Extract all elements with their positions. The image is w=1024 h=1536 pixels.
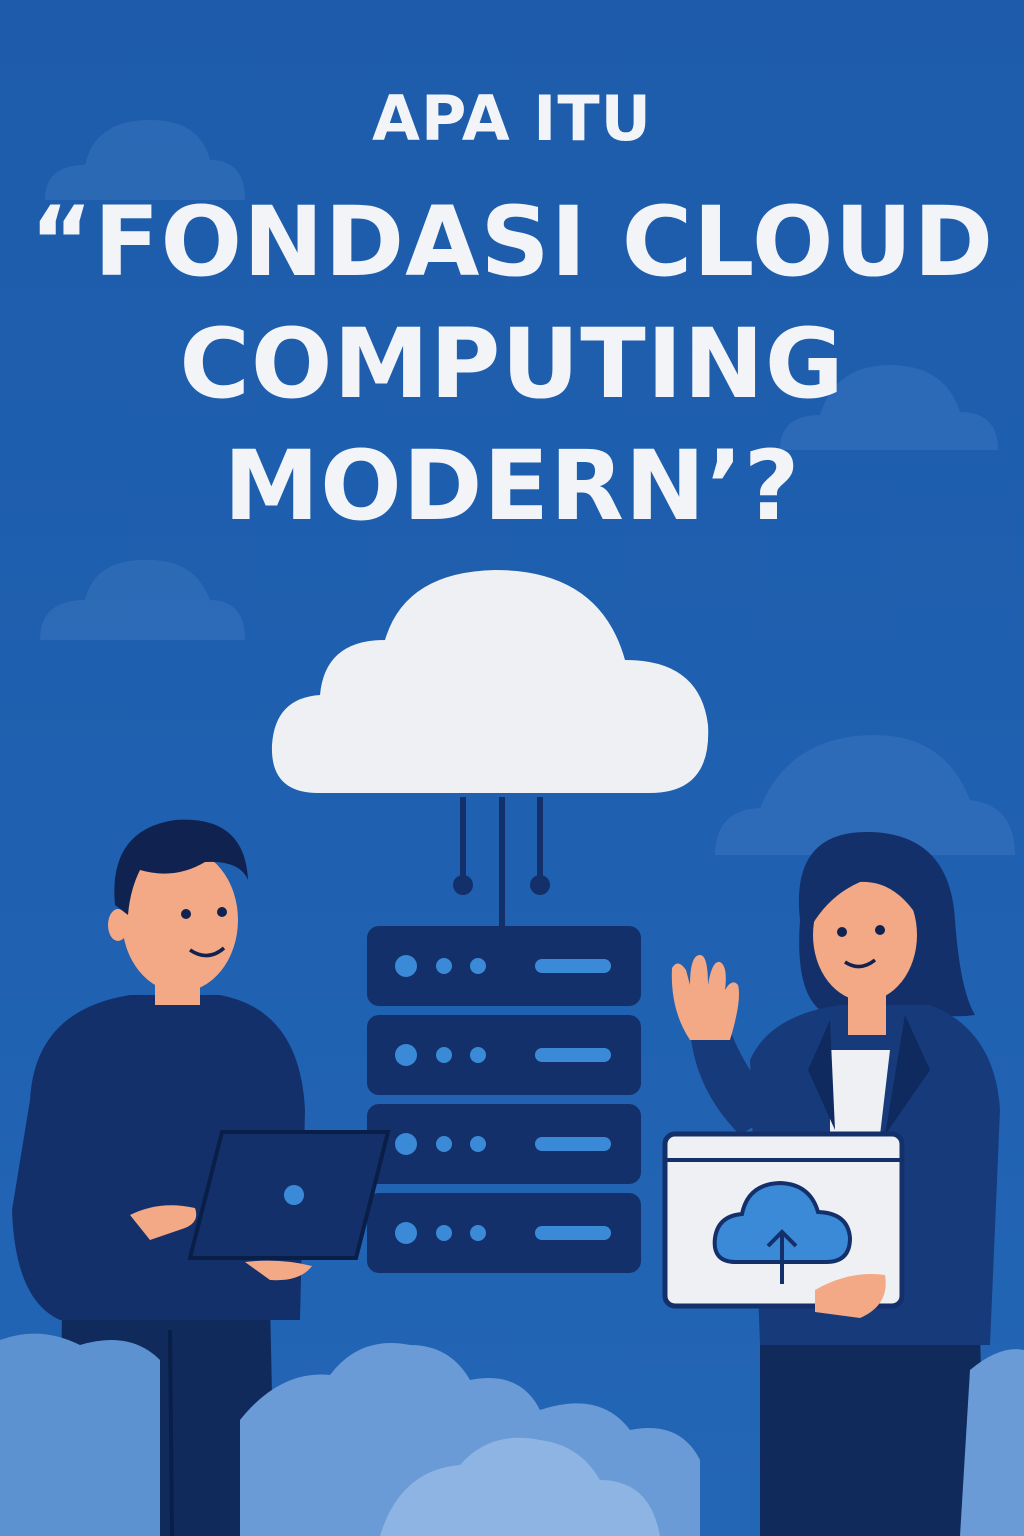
poster-title-line-3: MODERN’?: [223, 430, 801, 542]
foreground-clouds: [0, 1333, 1024, 1536]
background-clouds: [40, 120, 1015, 855]
poster-title-line-1: “FONDASI CLOUD: [29, 186, 995, 298]
poster-kicker: APA ITU: [371, 82, 652, 155]
connector-lines: [460, 797, 543, 928]
tablet-card: [662, 1131, 905, 1318]
server-rack-icon: [367, 926, 641, 1273]
poster-title-line-2: COMPUTING: [179, 308, 845, 420]
main-cloud-icon: [271, 570, 709, 793]
cloud-upload-icon: [712, 1180, 853, 1264]
